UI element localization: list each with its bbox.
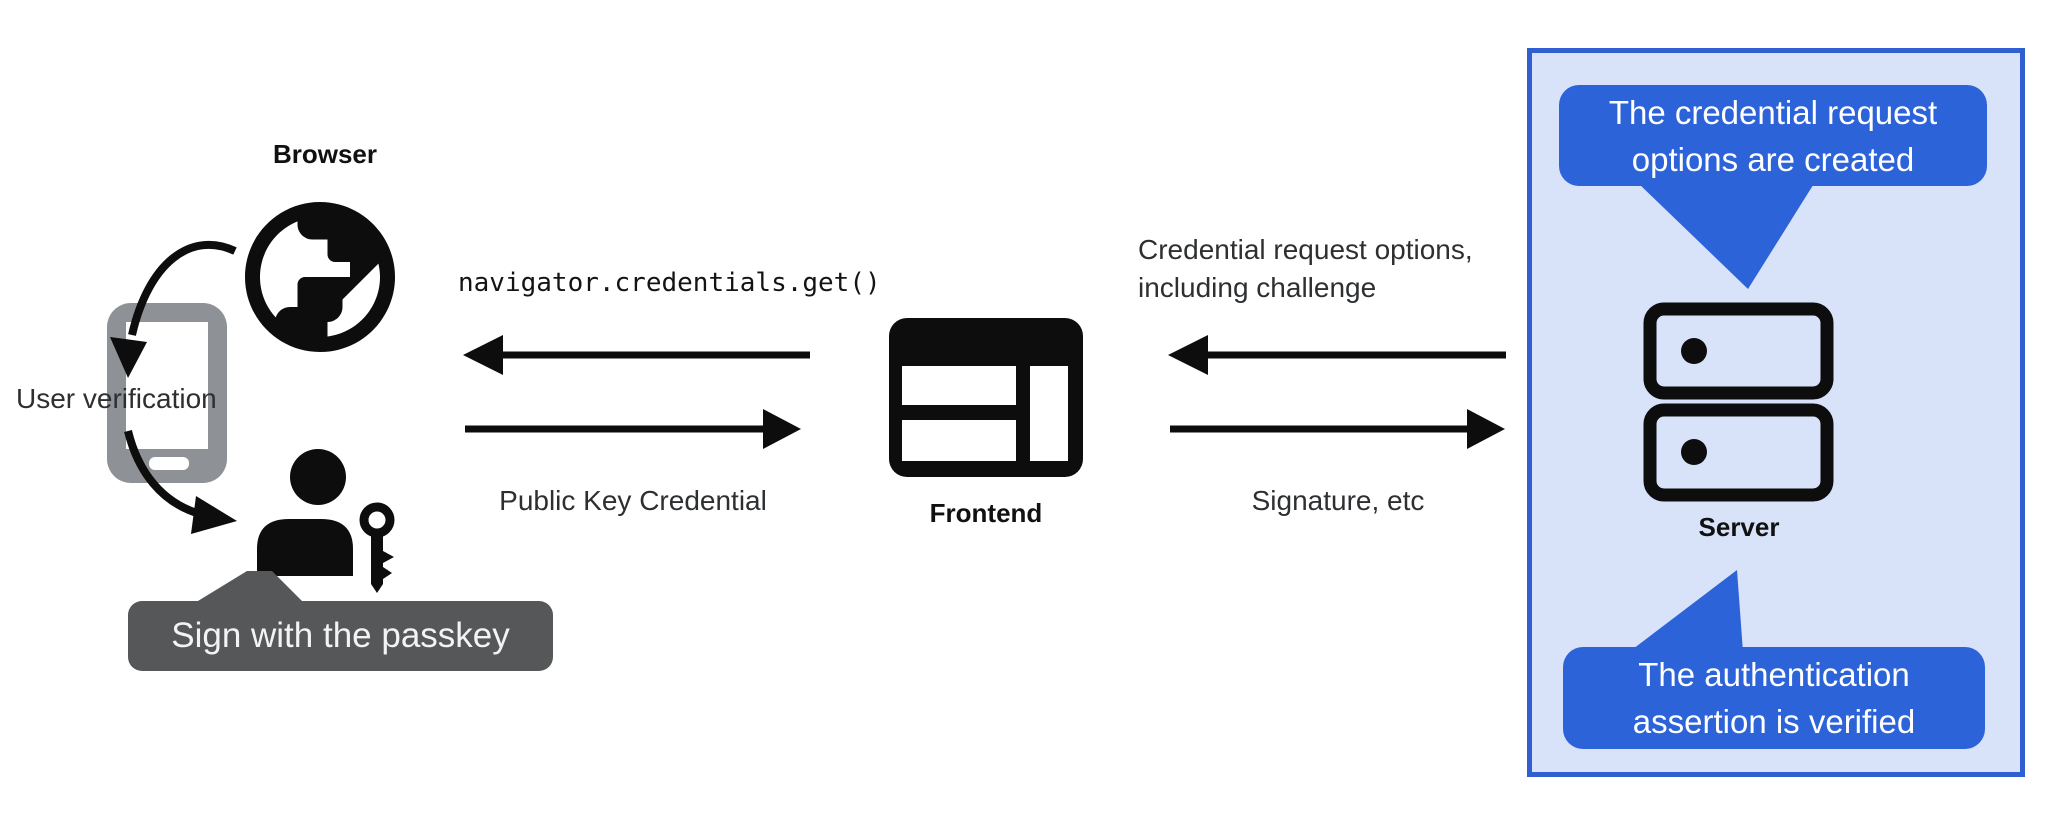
arrow-server-to-frontend — [1168, 335, 1506, 375]
server-node-label: Server — [1698, 512, 1780, 542]
key-icon — [354, 497, 400, 598]
bubble-bottom-line1: The authentication — [1638, 656, 1910, 693]
tooltip-pointer — [193, 571, 305, 604]
credential-request-options-line2: including challenge — [1138, 272, 1377, 303]
credential-request-options-line1: Credential request options, — [1138, 234, 1473, 265]
passkey-tooltip: Sign with the passkey — [128, 601, 553, 671]
curved-arrow-phone-to-user — [124, 430, 237, 534]
credentials-get-call-label: navigator.credentials.get() — [458, 268, 881, 298]
arrow-browser-to-frontend — [465, 409, 801, 449]
arrow-frontend-to-server — [1170, 409, 1505, 449]
bubble-tail-bottom — [1629, 570, 1743, 652]
person-icon — [257, 449, 353, 576]
credential-options-created-bubble: The credential request options are creat… — [1559, 85, 1987, 186]
server-stack-icon — [1643, 302, 1834, 502]
browser-window-icon — [889, 318, 1083, 477]
assertion-verified-bubble: The authentication assertion is verified — [1563, 647, 1985, 749]
frontend-node-label: Frontend — [929, 498, 1043, 528]
globe-icon — [245, 202, 395, 352]
credential-request-options-label: Credential request options, including ch… — [1138, 231, 1473, 307]
bubble-bottom-line2: assertion is verified — [1632, 703, 1916, 740]
public-key-credential-label: Public Key Credential — [499, 485, 767, 516]
arrow-frontend-to-browser — [463, 335, 810, 375]
passkey-tooltip-label: Sign with the passkey — [171, 616, 510, 655]
user-verification-label: User verification — [16, 383, 217, 414]
bubble-top-line2: options are created — [1631, 140, 1915, 178]
signature-label: Signature, etc — [1251, 485, 1425, 516]
curved-arrow-browser-to-phone — [110, 240, 237, 378]
bubble-tail-top — [1637, 182, 1815, 289]
bubble-top-line1: The credential request — [1608, 93, 1938, 131]
browser-node-label: Browser — [272, 139, 378, 169]
